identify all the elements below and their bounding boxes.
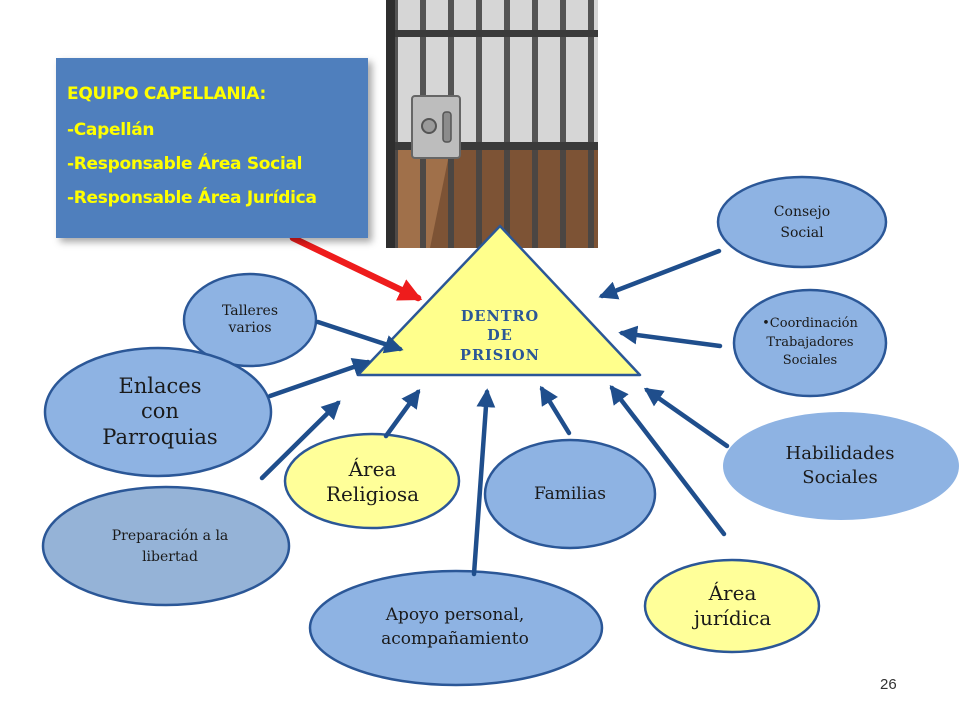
arrow-apoyo: [471, 388, 496, 577]
arrow-team: [289, 234, 423, 302]
habilidades-sociales-label: Habilidades Sociales: [785, 442, 895, 488]
preparacion-libertad-node: [41, 485, 291, 607]
coordinacion-label: •Coordinación Trabajadores Sociales: [762, 315, 858, 369]
area-religiosa-node: [283, 432, 461, 530]
consejo-social-node: [716, 175, 888, 269]
arrow-enlaces: [267, 358, 372, 399]
arrow-habilidades: [643, 387, 730, 449]
arrow-coordinacion: [618, 325, 723, 349]
center-triangle: [356, 224, 642, 377]
page-number: 26: [880, 676, 897, 693]
arrow-preparacion: [259, 400, 341, 481]
arrow-familias: [539, 385, 572, 436]
arrow-consejo: [598, 248, 722, 300]
area-juridica-label: Área jurídica: [693, 581, 772, 630]
team-box: EQUIPO CAPELLANIA: -Capellán -Responsabl…: [56, 58, 368, 238]
team-member: -Capellán: [67, 120, 155, 140]
team-title: EQUIPO CAPELLANIA:: [67, 84, 266, 104]
jail-cell-image: [386, 0, 598, 248]
area-religiosa-label: Área Religiosa: [325, 457, 420, 506]
familias-node: [483, 438, 657, 550]
talleres-varios-node: [182, 272, 318, 368]
familias-label: Familias: [533, 484, 607, 505]
talleres-varios-label: Talleres varios: [222, 302, 278, 337]
preparacion-libertad-label: Preparación a la libertad: [111, 528, 229, 565]
team-member: -Responsable Área Jurídica: [67, 188, 317, 208]
apoyo-personal-node: [308, 569, 604, 687]
coordinacion-node: [732, 288, 888, 398]
enlaces-parroquias-label: Enlaces con Parroquias: [102, 374, 218, 449]
consejo-social-label: Consejo Social: [773, 204, 831, 241]
area-juridica-node: [643, 558, 821, 654]
arrow-religiosa: [383, 388, 421, 439]
center-label: DENTRO DE PRISION: [460, 307, 540, 364]
enlaces-parroquias-node: [43, 346, 273, 478]
habilidades-sociales-node: [723, 412, 959, 520]
arrows: [259, 248, 730, 577]
team-member: -Responsable Área Social: [67, 154, 303, 174]
arrow-juridica: [609, 385, 727, 537]
apoyo-personal-label: Apoyo personal, acompañamiento: [381, 605, 529, 649]
arrow-talleres: [315, 319, 404, 354]
